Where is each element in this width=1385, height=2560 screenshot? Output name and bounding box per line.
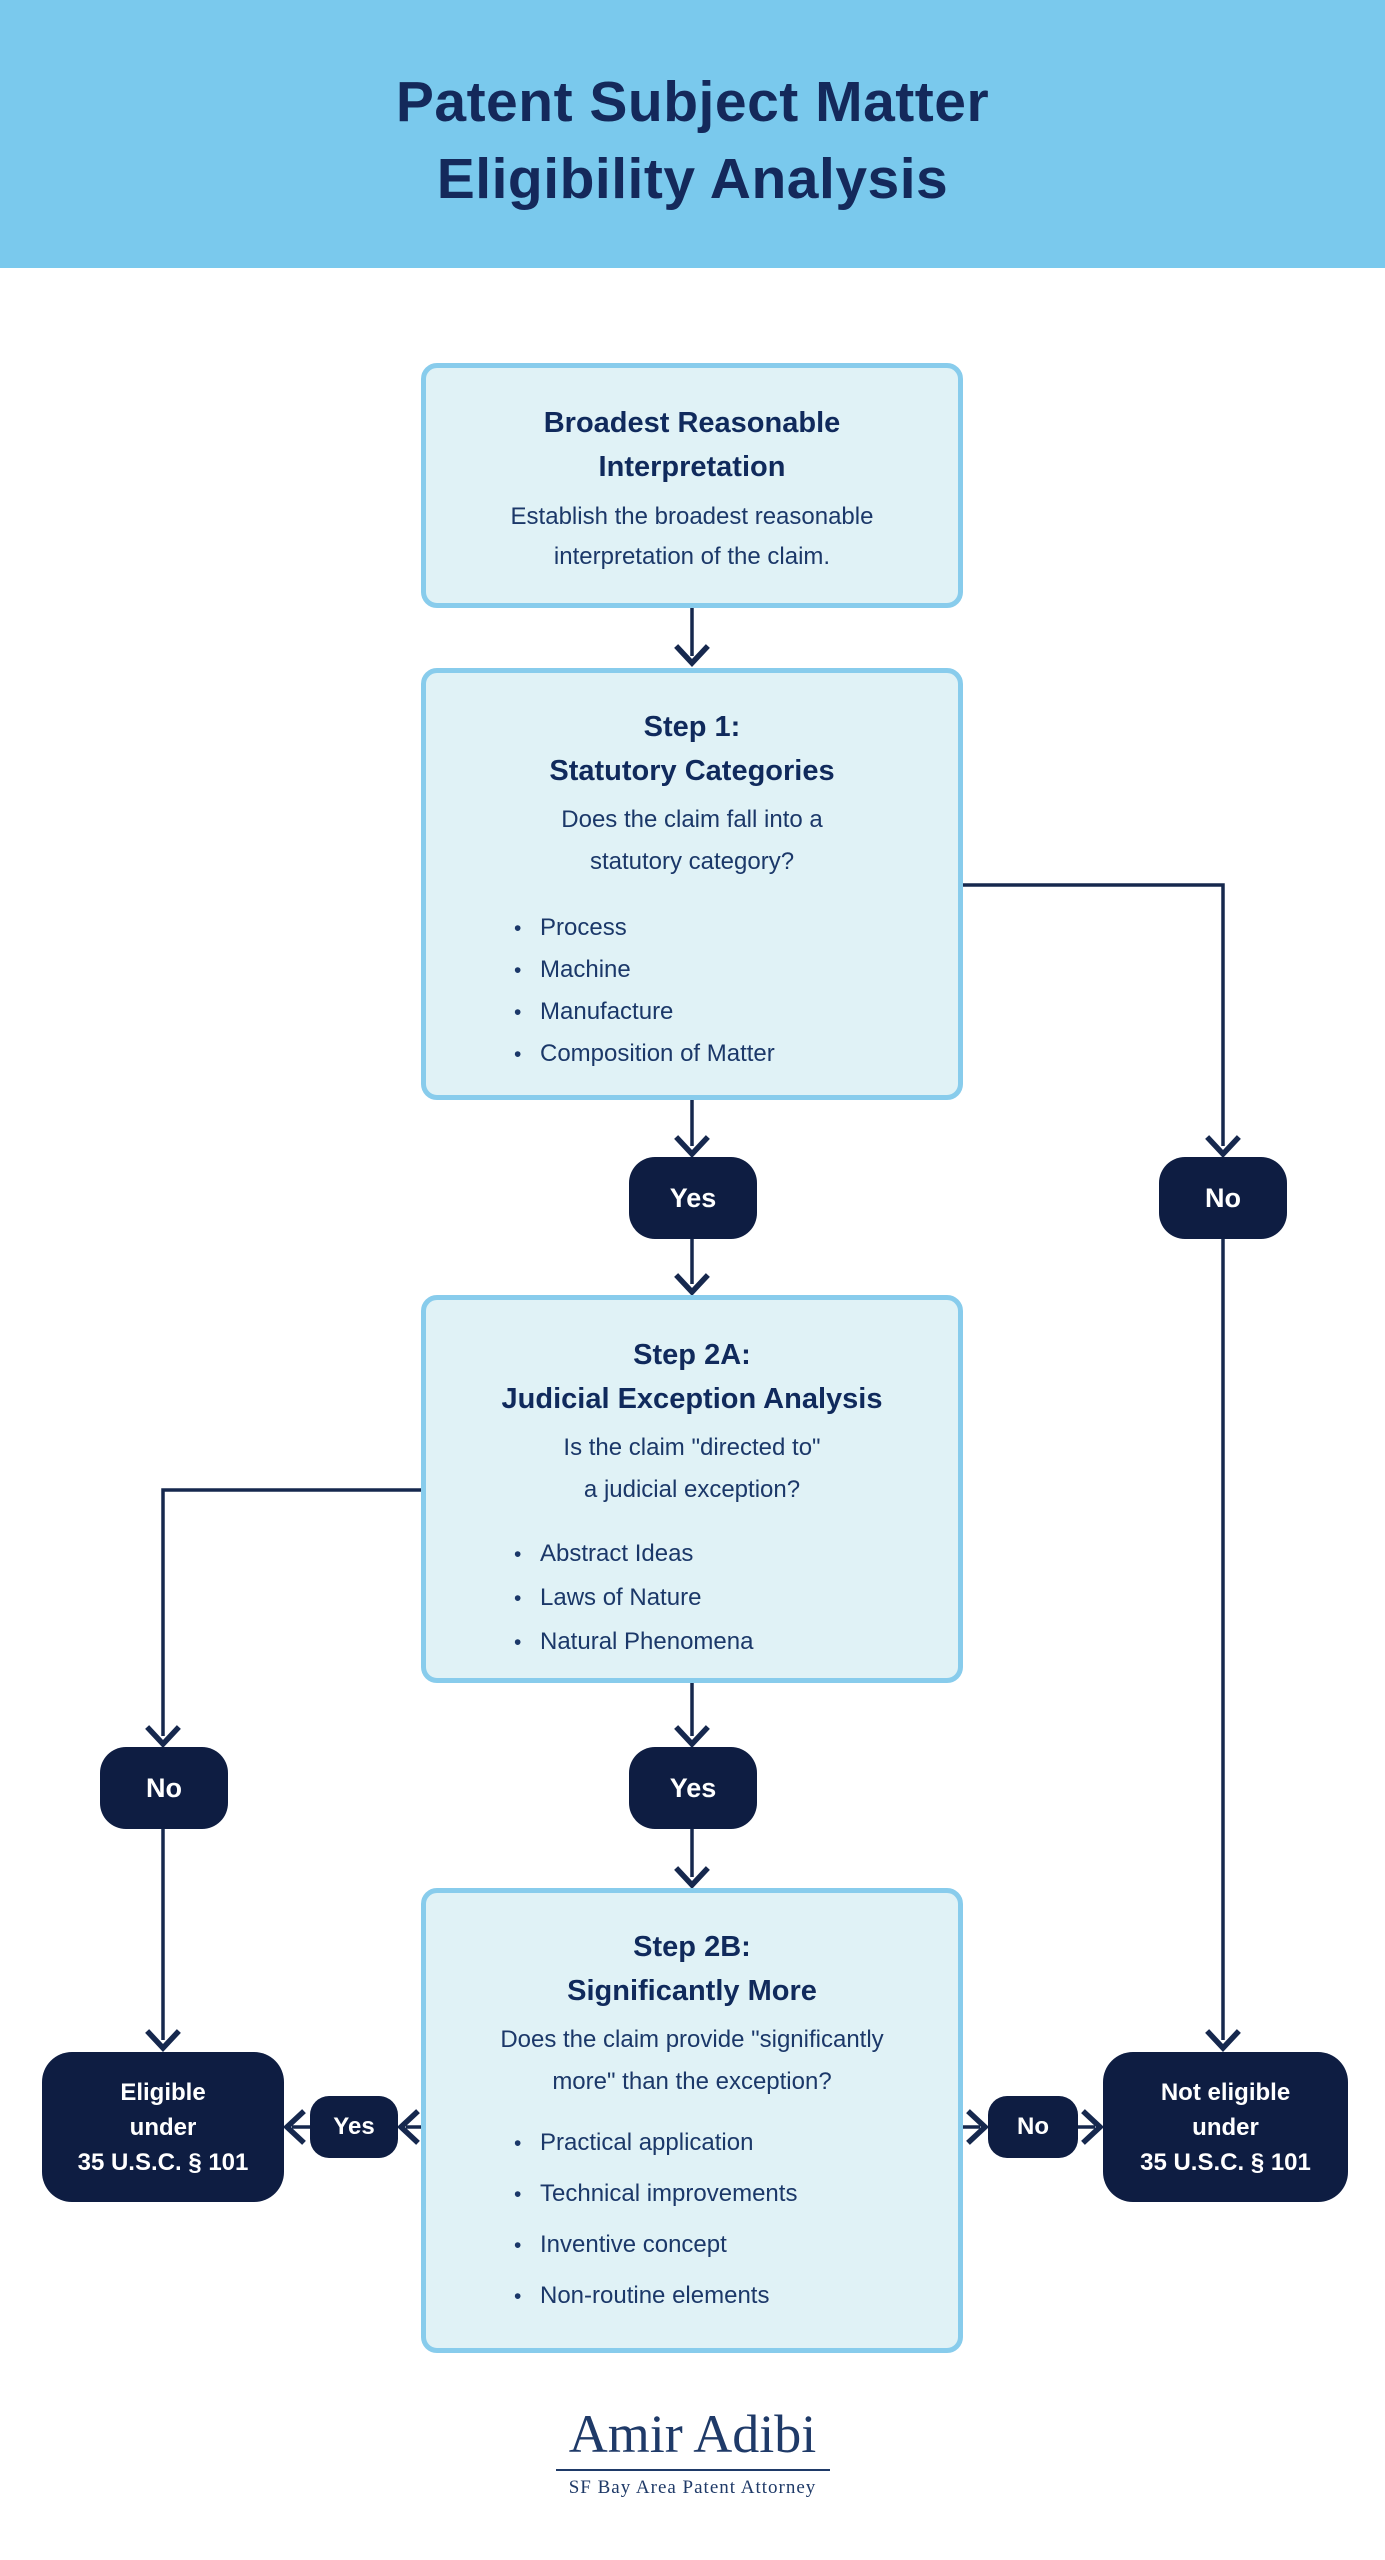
node-step2a-judicial-exception: Step 2A: Judicial Exception Analysis Is … [421, 1295, 963, 1683]
bullet-item: Composition of Matter [514, 1033, 958, 1075]
node-body: Establish the broadest reasonable [510, 503, 874, 530]
bullet-item: Non-routine elements [514, 2271, 958, 2322]
arrowhead-left-icon [396, 2109, 420, 2145]
page-title-line1: Patent Subject Matter [395, 70, 990, 134]
node-body: a judicial exception? [583, 1476, 801, 1503]
node-body: statutory category? [589, 848, 795, 875]
node-broadest-reasonable-interpretation: Broadest Reasonable Interpretation Estab… [421, 363, 963, 608]
bullet-item: Laws of Nature [514, 1576, 958, 1620]
arrowhead-down-icon [674, 1135, 710, 1159]
node-body: interpretation of the claim. [553, 543, 831, 570]
node-body: more" than the exception? [552, 2068, 832, 2095]
badge-no-after-step2a: No [100, 1747, 228, 1829]
arrowhead-right-icon [1081, 2109, 1105, 2145]
outcome-not-eligible: Not eligible under 35 U.S.C. § 101 [1103, 2052, 1348, 2202]
node-title: Step 2A: [633, 1339, 751, 1371]
node-body: Does the claim fall into a [561, 806, 823, 833]
bullet-list: Process Machine Manufacture Composition … [426, 907, 958, 1075]
outcome-line: Eligible [120, 2078, 206, 2106]
arrowhead-down-icon [674, 644, 710, 668]
bullet-item: Machine [514, 949, 958, 991]
header-banner: Patent Subject Matter Eligibility Analys… [0, 0, 1385, 268]
node-title: Step 2B: [633, 1931, 751, 1963]
outcome-line: under [1192, 2113, 1259, 2141]
bullet-item: Inventive concept [514, 2220, 958, 2271]
footer-divider [555, 2469, 830, 2471]
arrowhead-down-icon [674, 1725, 710, 1749]
badge-yes-after-step2b: Yes [310, 2096, 398, 2158]
node-body: Does the claim provide "significantly [500, 2026, 884, 2053]
node-title: Judicial Exception Analysis [501, 1383, 883, 1415]
page-title-line2: Eligibility Analysis [436, 147, 949, 211]
bullet-item: Abstract Ideas [514, 1532, 958, 1576]
bullet-item: Natural Phenomena [514, 1620, 958, 1664]
node-title: Broadest Reasonable [543, 407, 841, 439]
arrowhead-down-icon [145, 1725, 181, 1749]
outcome-line: 35 U.S.C. § 101 [1140, 2148, 1311, 2176]
arrowhead-down-icon [1205, 2029, 1241, 2053]
badge-yes-after-step2a: Yes [629, 1747, 757, 1829]
outcome-line: Not eligible [1160, 2078, 1291, 2106]
node-body: Is the claim "directed to" [563, 1434, 821, 1461]
bullet-item: Process [514, 907, 958, 949]
connector-step2a-no [161, 1488, 421, 1736]
bullet-list: Abstract Ideas Laws of Nature Natural Ph… [426, 1532, 958, 1664]
bullet-item: Manufacture [514, 991, 958, 1033]
arrowhead-right-icon [966, 2109, 990, 2145]
bullet-item: Technical improvements [514, 2169, 958, 2220]
node-step1-statutory-categories: Step 1: Statutory Categories Does the cl… [421, 668, 963, 1100]
badge-no-after-step2b: No [988, 2096, 1078, 2158]
connector-step1-no [963, 883, 1225, 1146]
node-step2b-significantly-more: Step 2B: Significantly More Does the cla… [421, 1888, 963, 2353]
arrowhead-down-icon [145, 2029, 181, 2053]
arrowhead-down-icon [1205, 1135, 1241, 1159]
outcome-eligible: Eligible under 35 U.S.C. § 101 [42, 2052, 284, 2202]
outcome-line: under [129, 2113, 197, 2141]
arrowhead-left-icon [282, 2109, 306, 2145]
bullet-item: Practical application [514, 2118, 958, 2169]
node-title: Interpretation [598, 451, 786, 483]
node-title: Significantly More [567, 1975, 817, 2007]
node-title: Statutory Categories [549, 755, 835, 787]
node-title: Step 1: [643, 711, 741, 743]
arrowhead-down-icon [674, 1273, 710, 1297]
author-name: Amir Adibi [568, 2404, 817, 2464]
badge-yes-after-step1: Yes [629, 1157, 757, 1239]
bullet-list: Practical application Technical improvem… [426, 2118, 958, 2322]
footer-signature: Amir Adibi SF Bay Area Patent Attorney [0, 2406, 1385, 2500]
badge-no-after-step1: No [1159, 1157, 1287, 1239]
author-tagline: SF Bay Area Patent Attorney [568, 2477, 817, 2498]
outcome-line: 35 U.S.C. § 101 [77, 2148, 249, 2176]
arrowhead-down-icon [674, 1866, 710, 1890]
